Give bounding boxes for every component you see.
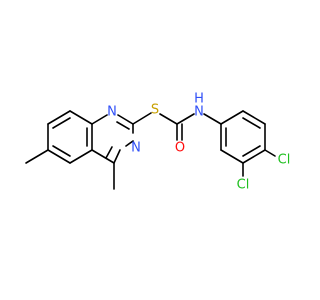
bond: [91, 149, 115, 164]
bond: [264, 149, 276, 157]
bond: [242, 110, 266, 125]
bond: [113, 149, 121, 164]
bond-inner: [116, 121, 130, 130]
bond: [242, 149, 266, 164]
bond-inner: [242, 117, 261, 129]
atom-cl4: Cl: [278, 153, 291, 168]
bond: [220, 149, 244, 164]
atom-h: H: [194, 92, 204, 107]
bond: [203, 113, 222, 125]
bonds: [25, 110, 276, 190]
atom-cl3: Cl: [237, 178, 250, 193]
bond: [25, 149, 49, 164]
bond: [132, 112, 152, 125]
bond: [176, 113, 195, 125]
bond: [69, 149, 93, 164]
atom-nh: N: [194, 105, 204, 120]
bond-inner: [242, 145, 261, 157]
atom-n3: N: [131, 141, 141, 156]
bond: [69, 110, 93, 125]
atom-n1: N: [107, 105, 117, 120]
atom-s: S: [151, 103, 159, 118]
bond: [125, 140, 134, 147]
bond: [220, 110, 244, 125]
bond: [117, 114, 134, 125]
structure-drawing: N N S O N H Cl Cl: [25, 92, 290, 193]
bond: [47, 110, 71, 125]
bond: [91, 114, 108, 125]
bond: [47, 149, 71, 164]
bond-inner: [105, 146, 113, 159]
molecule-diagram: N N S O N H Cl Cl: [25, 92, 290, 193]
bond: [159, 113, 178, 125]
atom-o: O: [175, 141, 185, 156]
bond-inner: [52, 145, 71, 157]
atom-labels: N N S O N H Cl Cl: [107, 92, 290, 193]
bond-inner: [52, 117, 71, 129]
